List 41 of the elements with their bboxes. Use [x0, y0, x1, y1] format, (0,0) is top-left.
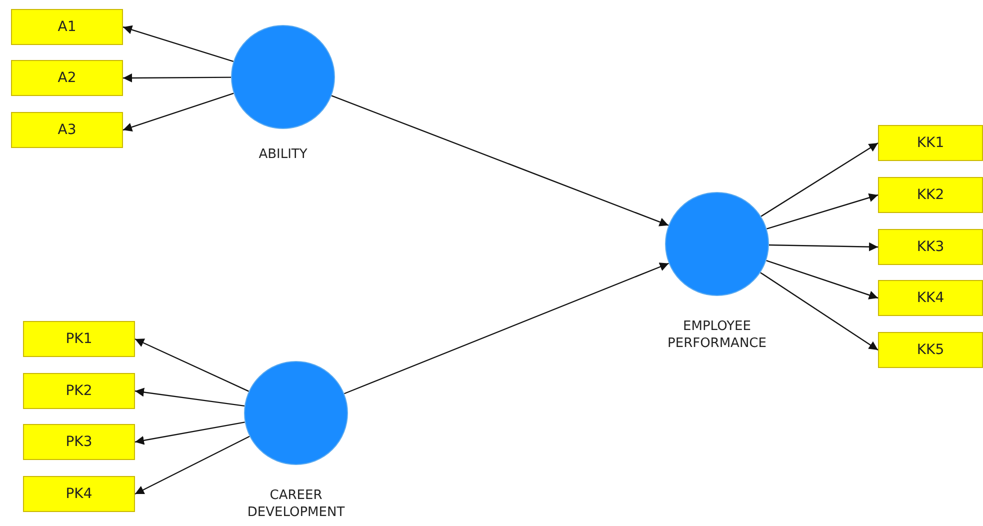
- indicator-label: KK5: [916, 342, 944, 358]
- arrow: [134, 338, 249, 392]
- arrow: [122, 92, 234, 132]
- indicator-label: KK1: [916, 135, 944, 151]
- construct-label: CAREER DEVELOPMENT: [246, 487, 346, 521]
- arrow: [766, 260, 878, 300]
- indicator-box: [11, 60, 123, 96]
- arrow: [134, 436, 250, 495]
- indicator-label: KK4: [916, 290, 944, 306]
- arrow: [134, 388, 245, 407]
- indicator-label: A1: [58, 19, 76, 35]
- indicator-box: [878, 177, 983, 213]
- arrow: [344, 262, 669, 394]
- indicator-label: KK3: [916, 239, 944, 255]
- indicator-label: PK4: [66, 486, 92, 502]
- indicator-label: PK1: [66, 331, 92, 347]
- indicator-box: [878, 280, 983, 316]
- arrow: [134, 422, 245, 445]
- arrow: [766, 193, 878, 230]
- indicator-label: PK2: [66, 383, 92, 399]
- arrow: [760, 272, 878, 350]
- indicator-box: [23, 424, 135, 460]
- indicator-box: [23, 476, 135, 512]
- indicator-label: KK2: [916, 187, 944, 203]
- arrow: [122, 25, 234, 62]
- indicator-label: A3: [58, 122, 76, 138]
- indicator-label: A2: [58, 70, 76, 86]
- arrow: [768, 242, 878, 252]
- indicator-label: PK3: [66, 434, 92, 450]
- indicator-box: [23, 321, 135, 357]
- arrow: [331, 95, 669, 226]
- arrow: [760, 142, 878, 217]
- construct-label: EMPLOYEE PERFORMANCE: [666, 318, 768, 352]
- indicator-box: [878, 229, 983, 265]
- indicator-box: [878, 332, 983, 368]
- arrow: [123, 73, 231, 82]
- construct-label: ABILITY: [258, 146, 308, 163]
- indicator-box: [878, 125, 983, 161]
- indicator-box: [23, 373, 135, 409]
- indicator-box: [11, 9, 123, 45]
- indicator-box: [11, 112, 123, 148]
